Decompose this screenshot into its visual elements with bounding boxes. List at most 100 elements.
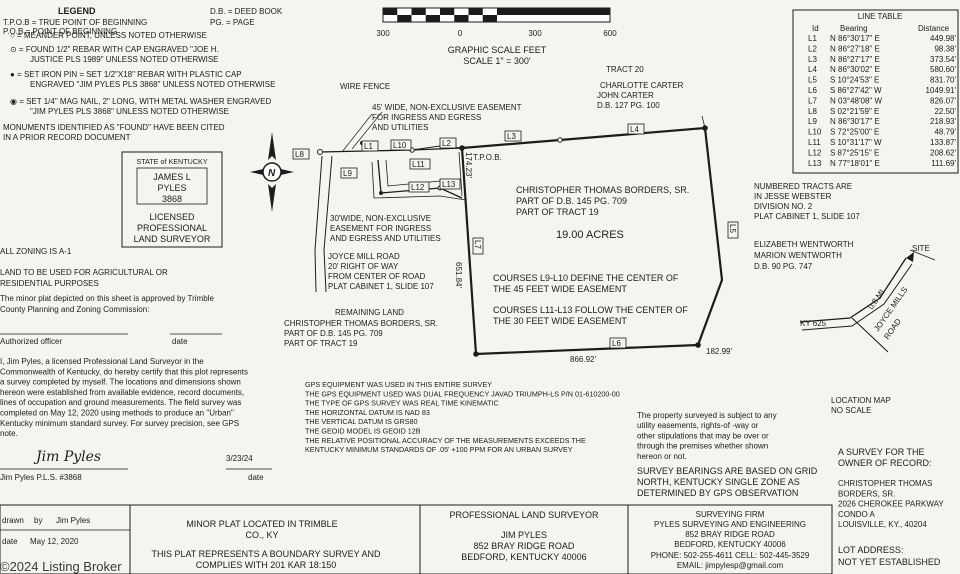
date-label: date — [2, 537, 18, 546]
certification-line: completed on May 12, 2020 using methods … — [0, 409, 234, 418]
line-table-distance: 22.50' — [934, 107, 956, 116]
line-table-id: L2 — [808, 44, 817, 53]
acreage: 19.00 ACRES — [556, 229, 624, 241]
firm-line: EMAIL: jimpylesp@gmail.com — [677, 561, 784, 570]
seal-line-1: LICENSED — [149, 212, 195, 222]
wentworth-line-3: D.B. 90 PG. 747 — [754, 262, 813, 271]
tract20-line-3: JOHN CARTER — [597, 91, 654, 100]
line-table-distance: 826.07' — [930, 96, 956, 105]
scale-tick-600: 600 — [603, 29, 617, 38]
scale-check-cell — [482, 15, 497, 22]
line-table-distance: 1049.91' — [926, 86, 957, 95]
line-table-header-bearing: Bearing — [840, 24, 868, 33]
firm-line: PHONE: 502-255-4611 CELL: 502-445-3529 — [651, 551, 810, 560]
minor-plat-line-2: CO., KY — [245, 530, 278, 540]
wire-fence-label: WIRE FENCE — [340, 82, 390, 91]
pls-line-2: JIM PYLES — [501, 530, 547, 540]
certification-line: a survey completed by myself. The locati… — [0, 378, 241, 387]
line-label-l10: L10 — [393, 141, 407, 150]
line-table-id: L1 — [808, 34, 817, 43]
owner-record-line: LOUISVILLE, KY., 40204 — [838, 520, 927, 529]
line-table-distance: 580.60' — [930, 65, 956, 74]
legend-magnail-1: ◉ = SET 1/4" MAG NAIL, 2" LONG, WITH MET… — [10, 97, 271, 106]
easement30-line-3: AND EGRESS AND UTILITIES — [330, 234, 441, 243]
scale-tick-300-right: 300 — [528, 29, 542, 38]
drawn-label: drawn — [2, 516, 24, 525]
gps-notes: GPS EQUIPMENT WAS USED IN THIS ENTIRE SU… — [305, 380, 620, 454]
remaining-line-2: CHRISTOPHER THOMAS BORDERS, SR. — [284, 319, 438, 328]
scale-tick-0: 0 — [458, 29, 463, 38]
certification-line: Kentucky minimum standard survey. For su… — [0, 419, 239, 428]
line-table-id: L12 — [808, 148, 822, 157]
subject-note-line: other stipulations that may be over or — [637, 431, 769, 440]
line-table-distance: 111.69' — [931, 159, 956, 168]
line-table-id: L4 — [808, 65, 817, 74]
certification-line: note. — [0, 429, 18, 438]
plat-annotations: WIRE FENCE 45' WIDE, NON-EXCLUSIVE EASEM… — [284, 65, 860, 364]
use-line-2: RESIDENTIAL PURPOSES — [0, 279, 99, 288]
minor-plat-line-1: MINOR PLAT LOCATED IN TRIMBLE — [186, 519, 337, 529]
line-table-id: L13 — [808, 159, 822, 168]
distance-label: 0.8 MI — [866, 288, 886, 311]
remaining-line-1: REMAINING LAND — [335, 308, 404, 317]
owner-record-line: BORDERS, SR. — [838, 489, 895, 498]
represents-line-1: THIS PLAT REPRESENTS A BOUNDARY SURVEY A… — [151, 549, 381, 559]
owner-of-record: A SURVEY FOR THE OWNER OF RECORD: CHRIST… — [838, 447, 944, 567]
easement30-line-1: 30'WIDE, NON-EXCLUSIVE — [330, 214, 431, 223]
legend-found-note-1: MONUMENTS IDENTIFIED AS "FOUND" HAVE BEE… — [3, 123, 225, 132]
line-label-l4: L4 — [630, 125, 639, 134]
line-table-distance: 373.54' — [930, 55, 956, 64]
subject-note-line: The property surveyed is subject to any — [637, 411, 777, 420]
line-table-bearing: S 72°25'00" E — [830, 128, 879, 137]
left-notes: ALL ZONING IS A-1 LAND TO BE USED FOR AG… — [0, 247, 272, 482]
signature-date: 3/23/24 — [226, 454, 253, 463]
line-table-title: LINE TABLE — [858, 12, 903, 21]
numbered-tracts-line-3: DIVISION NO. 2 — [754, 202, 813, 211]
line-table-id: L8 — [808, 107, 817, 116]
approval-line-1: The minor plat depicted on this sheet is… — [0, 294, 214, 303]
owner-record-line: CONDO A — [838, 510, 876, 519]
scale-check-cell — [383, 8, 398, 15]
owner-line-1: CHRISTOPHER THOMAS BORDERS, SR. — [516, 185, 689, 195]
bearings-note-1: SURVEY BEARINGS ARE BASED ON GRID — [637, 466, 818, 476]
line-table-id: L10 — [808, 128, 822, 137]
line-table-id: L5 — [808, 76, 817, 85]
bearings-note-2: NORTH, KENTUCKY SINGLE ZONE AS — [637, 477, 800, 487]
scale-check-cell — [468, 8, 483, 15]
plat-linework — [314, 111, 724, 357]
surveyor-seal: STATE of KENTUCKY JAMES L PYLES 3868 LIC… — [121, 151, 223, 248]
gps-note-line: GPS EQUIPMENT WAS USED IN THIS ENTIRE SU… — [305, 380, 492, 389]
gps-note-line: THE VERTICAL DATUM IS GRS80 — [305, 417, 418, 426]
location-map-caption-2: NO SCALE — [831, 406, 871, 415]
numbered-tracts-line-2: IN JESSE WEBSTER — [754, 192, 832, 201]
certification-line: Commonwealth of Kentucky, do hereby cert… — [0, 367, 248, 376]
subject-note: The property surveyed is subject to anyu… — [637, 411, 818, 498]
subject-note-line: hereon or not. — [637, 452, 687, 461]
line-table-distance: 48.79' — [934, 128, 956, 137]
line-table-distance: 831.70' — [930, 76, 956, 85]
graphic-scale: 300 0 300 600 GRAPHIC SCALE FEET SCALE 1… — [376, 7, 617, 66]
gps-note-line: THE HORIZONTAL DATUM IS NAD 83 — [305, 408, 430, 417]
by-label: by — [34, 516, 42, 525]
owner-record-line: CHRISTOPHER THOMAS — [838, 479, 932, 488]
legend-abbrev-1: T.P.O.B = TRUE POINT OF BEGINNING — [3, 18, 147, 27]
easement45-line-3: AND UTILITIES — [372, 123, 428, 132]
line-table-bearing: N 86°27'17" E — [830, 55, 880, 64]
wentworth-line-1: ELIZABETH WENTWORTH — [754, 240, 854, 249]
scale-tick-300-left: 300 — [376, 29, 390, 38]
line-table-bearing: N 86°30'17" E — [830, 117, 880, 126]
legend-magnail-2: "JIM PYLES PLS 3868" UNLESS NOTED OTHERW… — [30, 107, 229, 116]
firm-line: SURVEYING FIRM — [696, 510, 765, 519]
note45-line-2: THE 45 FEET WIDE EASEMENT — [493, 284, 627, 294]
seal-line-2: PROFESSIONAL — [137, 223, 207, 233]
legend: LEGEND T.P.O.B = TRUE POINT OF BEGINNING… — [3, 6, 283, 142]
line-table-bearing: S 02°21'59" E — [830, 107, 879, 116]
line-label-l1: L1 — [364, 142, 373, 151]
firm-line: PYLES SURVEYING AND ENGINEERING — [654, 520, 806, 529]
firm-line: 852 BRAY RIDGE ROAD — [685, 530, 775, 539]
road-line-3: FROM CENTER OF ROAD — [328, 272, 426, 281]
plat-line-labels: L1 L2 L3 L4 L5 L6 L7 L8 L9 L10 L11 L12 L… — [292, 123, 739, 349]
line-table-distance: 98.38' — [934, 44, 956, 53]
wentworth-line-2: MARION WENTWORTH — [754, 251, 842, 260]
